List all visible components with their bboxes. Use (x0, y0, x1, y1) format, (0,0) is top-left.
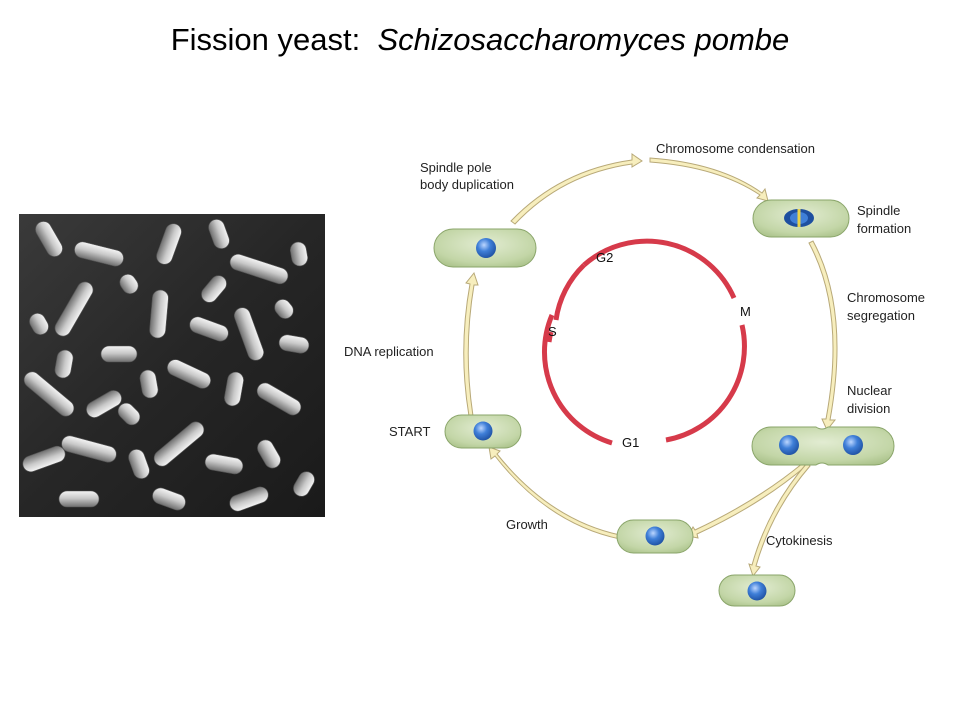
yeast-cell (229, 253, 289, 285)
yeast-cell (189, 316, 229, 342)
yeast-cell (74, 241, 124, 267)
title-species: Schizosaccharomyces pombe (377, 22, 790, 57)
yeast-cell (35, 221, 63, 257)
yeast-cell (208, 219, 230, 249)
yeast-cell (201, 275, 227, 303)
label-chromosome-segregation-1: Chromosome (847, 290, 925, 305)
cell-start (444, 414, 522, 449)
label-growth: Growth (506, 517, 548, 532)
yeast-cell (152, 487, 186, 511)
nucleus-icon (476, 238, 496, 258)
ring-segment-s-g2 (553, 263, 586, 321)
arrow-segregation (808, 240, 838, 431)
nucleus-icon (779, 435, 799, 455)
yeast-cell (139, 369, 159, 399)
cell-spindle-formation (752, 199, 850, 238)
label-nuclear-division-2: division (847, 401, 890, 416)
yeast-cell (290, 241, 308, 267)
label-chromosome-segregation-2: segregation (847, 308, 915, 323)
phase-m: M (740, 304, 751, 319)
yeast-cell (58, 490, 100, 508)
cell-g2 (433, 228, 537, 268)
nucleus-icon (843, 435, 863, 455)
yeast-cell (229, 486, 269, 512)
nucleus-icon (473, 421, 493, 441)
phase-g1: G1 (622, 435, 639, 450)
yeast-cell (86, 390, 122, 418)
cycle-arrows (463, 153, 838, 578)
yeast-cell (149, 289, 169, 339)
yeast-cell (153, 421, 205, 467)
nucleus-icon (747, 581, 767, 601)
yeast-cell (274, 299, 294, 319)
yeast-cell (22, 445, 66, 473)
label-cytokinesis: Cytokinesis (766, 533, 833, 548)
ring-segment-g2-m (582, 238, 737, 300)
yeast-cell (156, 223, 182, 265)
arrow-condensation (649, 157, 769, 202)
cell-growth (616, 519, 694, 554)
label-spindle-pole-1: Spindle pole (420, 160, 492, 175)
yeast-cell (23, 371, 75, 417)
label-spindle-pole-2: body duplication (420, 177, 514, 192)
yeast-cell (29, 313, 49, 335)
yeast-cell (257, 439, 281, 469)
cell-cycle-ring (541, 238, 747, 446)
yeast-cell (224, 371, 244, 407)
sem-micrograph-icon (19, 214, 325, 517)
yeast-cell (54, 349, 74, 379)
cell-nuclear-division (751, 426, 895, 466)
slide-title: Fission yeast: Schizosaccharomyces pombe (0, 22, 960, 58)
arrow-cytokinesis (748, 462, 811, 578)
cell-cytokinesis (718, 574, 796, 607)
yeast-cell (204, 453, 244, 475)
label-spindle-formation-1: Spindle (857, 203, 900, 218)
yeast-cell (117, 402, 141, 426)
arrow-dna-replication (463, 271, 479, 417)
yeast-cell (167, 359, 211, 389)
phase-g2: G2 (596, 250, 613, 265)
yeast-cell (293, 471, 315, 497)
phase-s: S (548, 324, 557, 339)
yeast-cell (128, 449, 150, 479)
yeast-cell (119, 274, 139, 294)
yeast-cell (61, 435, 117, 463)
yeast-cell (278, 334, 310, 354)
yeast-cell (100, 345, 138, 363)
label-chromosome-condensation: Chromosome condensation (656, 141, 815, 156)
label-dna-replication: DNA replication (344, 344, 434, 359)
ring-segment-g1-s (541, 314, 613, 446)
ring-segment-m-g1 (665, 324, 747, 443)
arrow-to-growth-cell (687, 462, 807, 539)
label-start: START (389, 424, 430, 439)
arrow-spindle-pole (510, 153, 643, 225)
yeast-cell (54, 281, 94, 337)
yeast-cell (234, 307, 264, 361)
nucleus-icon (645, 526, 665, 546)
arrow-growth (488, 446, 621, 540)
yeast-cell (256, 382, 302, 416)
label-spindle-formation-2: formation (857, 221, 911, 236)
cell-cycle-diagram: G2 S M G1 Spindle pole bod (344, 141, 925, 607)
title-prefix: Fission yeast: (170, 22, 361, 57)
label-nuclear-division-1: Nuclear (847, 383, 892, 398)
